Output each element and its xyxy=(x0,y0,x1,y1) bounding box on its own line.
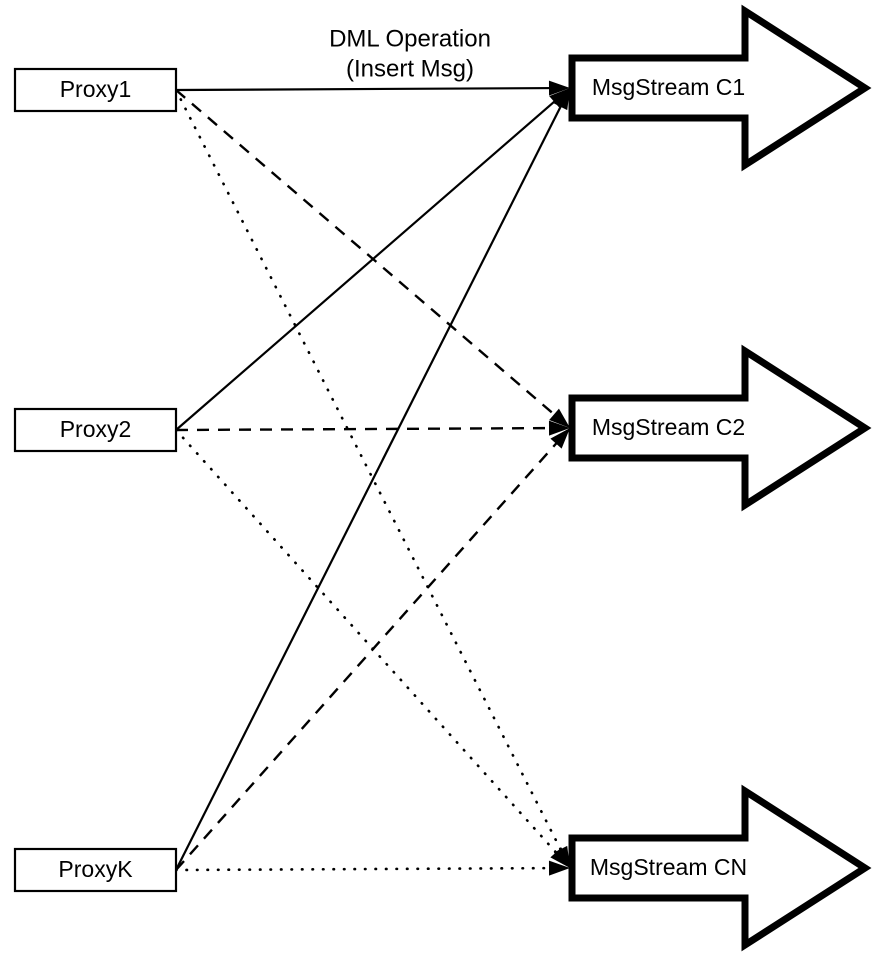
connector-p1-cn xyxy=(174,88,565,857)
stream-arrow-stream_c1[interactable] xyxy=(568,4,872,172)
arrowhead-p1-c2 xyxy=(549,408,570,428)
arrowhead-pk-cn xyxy=(548,860,570,876)
caption-label: DML Operation (Insert Msg) xyxy=(329,25,491,82)
proxy-label-proxy1: Proxy1 xyxy=(60,76,132,102)
stream-label-stream_c1: MsgStream C1 xyxy=(592,74,745,100)
streams-layer: MsgStream C1 MsgStream C2 MsgStream CN xyxy=(568,4,872,952)
proxy-box-proxy2[interactable] xyxy=(13,407,178,453)
caption-line-2: (Insert Msg) xyxy=(346,55,474,82)
caption-line-1: DML Operation xyxy=(329,25,491,52)
arrowhead-p2-cn xyxy=(550,847,570,868)
arrowhead-p2-c1 xyxy=(549,88,570,108)
arrowhead-pk-c1 xyxy=(553,88,570,111)
proxy-label-proxy2: Proxy2 xyxy=(60,416,132,442)
connections-layer xyxy=(174,86,565,872)
stream-label-stream_c2: MsgStream C2 xyxy=(592,414,745,440)
connector-pk-c1 xyxy=(175,100,565,871)
arrowhead-pk-c2 xyxy=(550,428,570,449)
connector-pk-cn xyxy=(174,866,558,872)
stream-label-stream_cn: MsgStream CN xyxy=(590,854,747,880)
proxy-box-proxy1[interactable] xyxy=(13,67,178,113)
stream-arrow-stream_c2[interactable] xyxy=(568,344,872,512)
proxy-box-proxyk[interactable] xyxy=(13,847,178,893)
arrowhead-p2-c2 xyxy=(548,420,570,436)
connector-p2-c2 xyxy=(175,426,557,432)
connector-p2-cn xyxy=(174,428,562,859)
proxy-label-proxyk: ProxyK xyxy=(58,856,133,882)
connector-p1-c1 xyxy=(175,86,557,92)
stream-arrow-stream_cn[interactable] xyxy=(568,784,872,952)
arrowhead-p1-c1 xyxy=(548,80,570,96)
connector-p2-c1 xyxy=(175,96,561,431)
connector-p1-c2 xyxy=(175,89,561,420)
arrowheads-layer xyxy=(548,80,570,876)
connector-pk-c2 xyxy=(175,437,562,871)
